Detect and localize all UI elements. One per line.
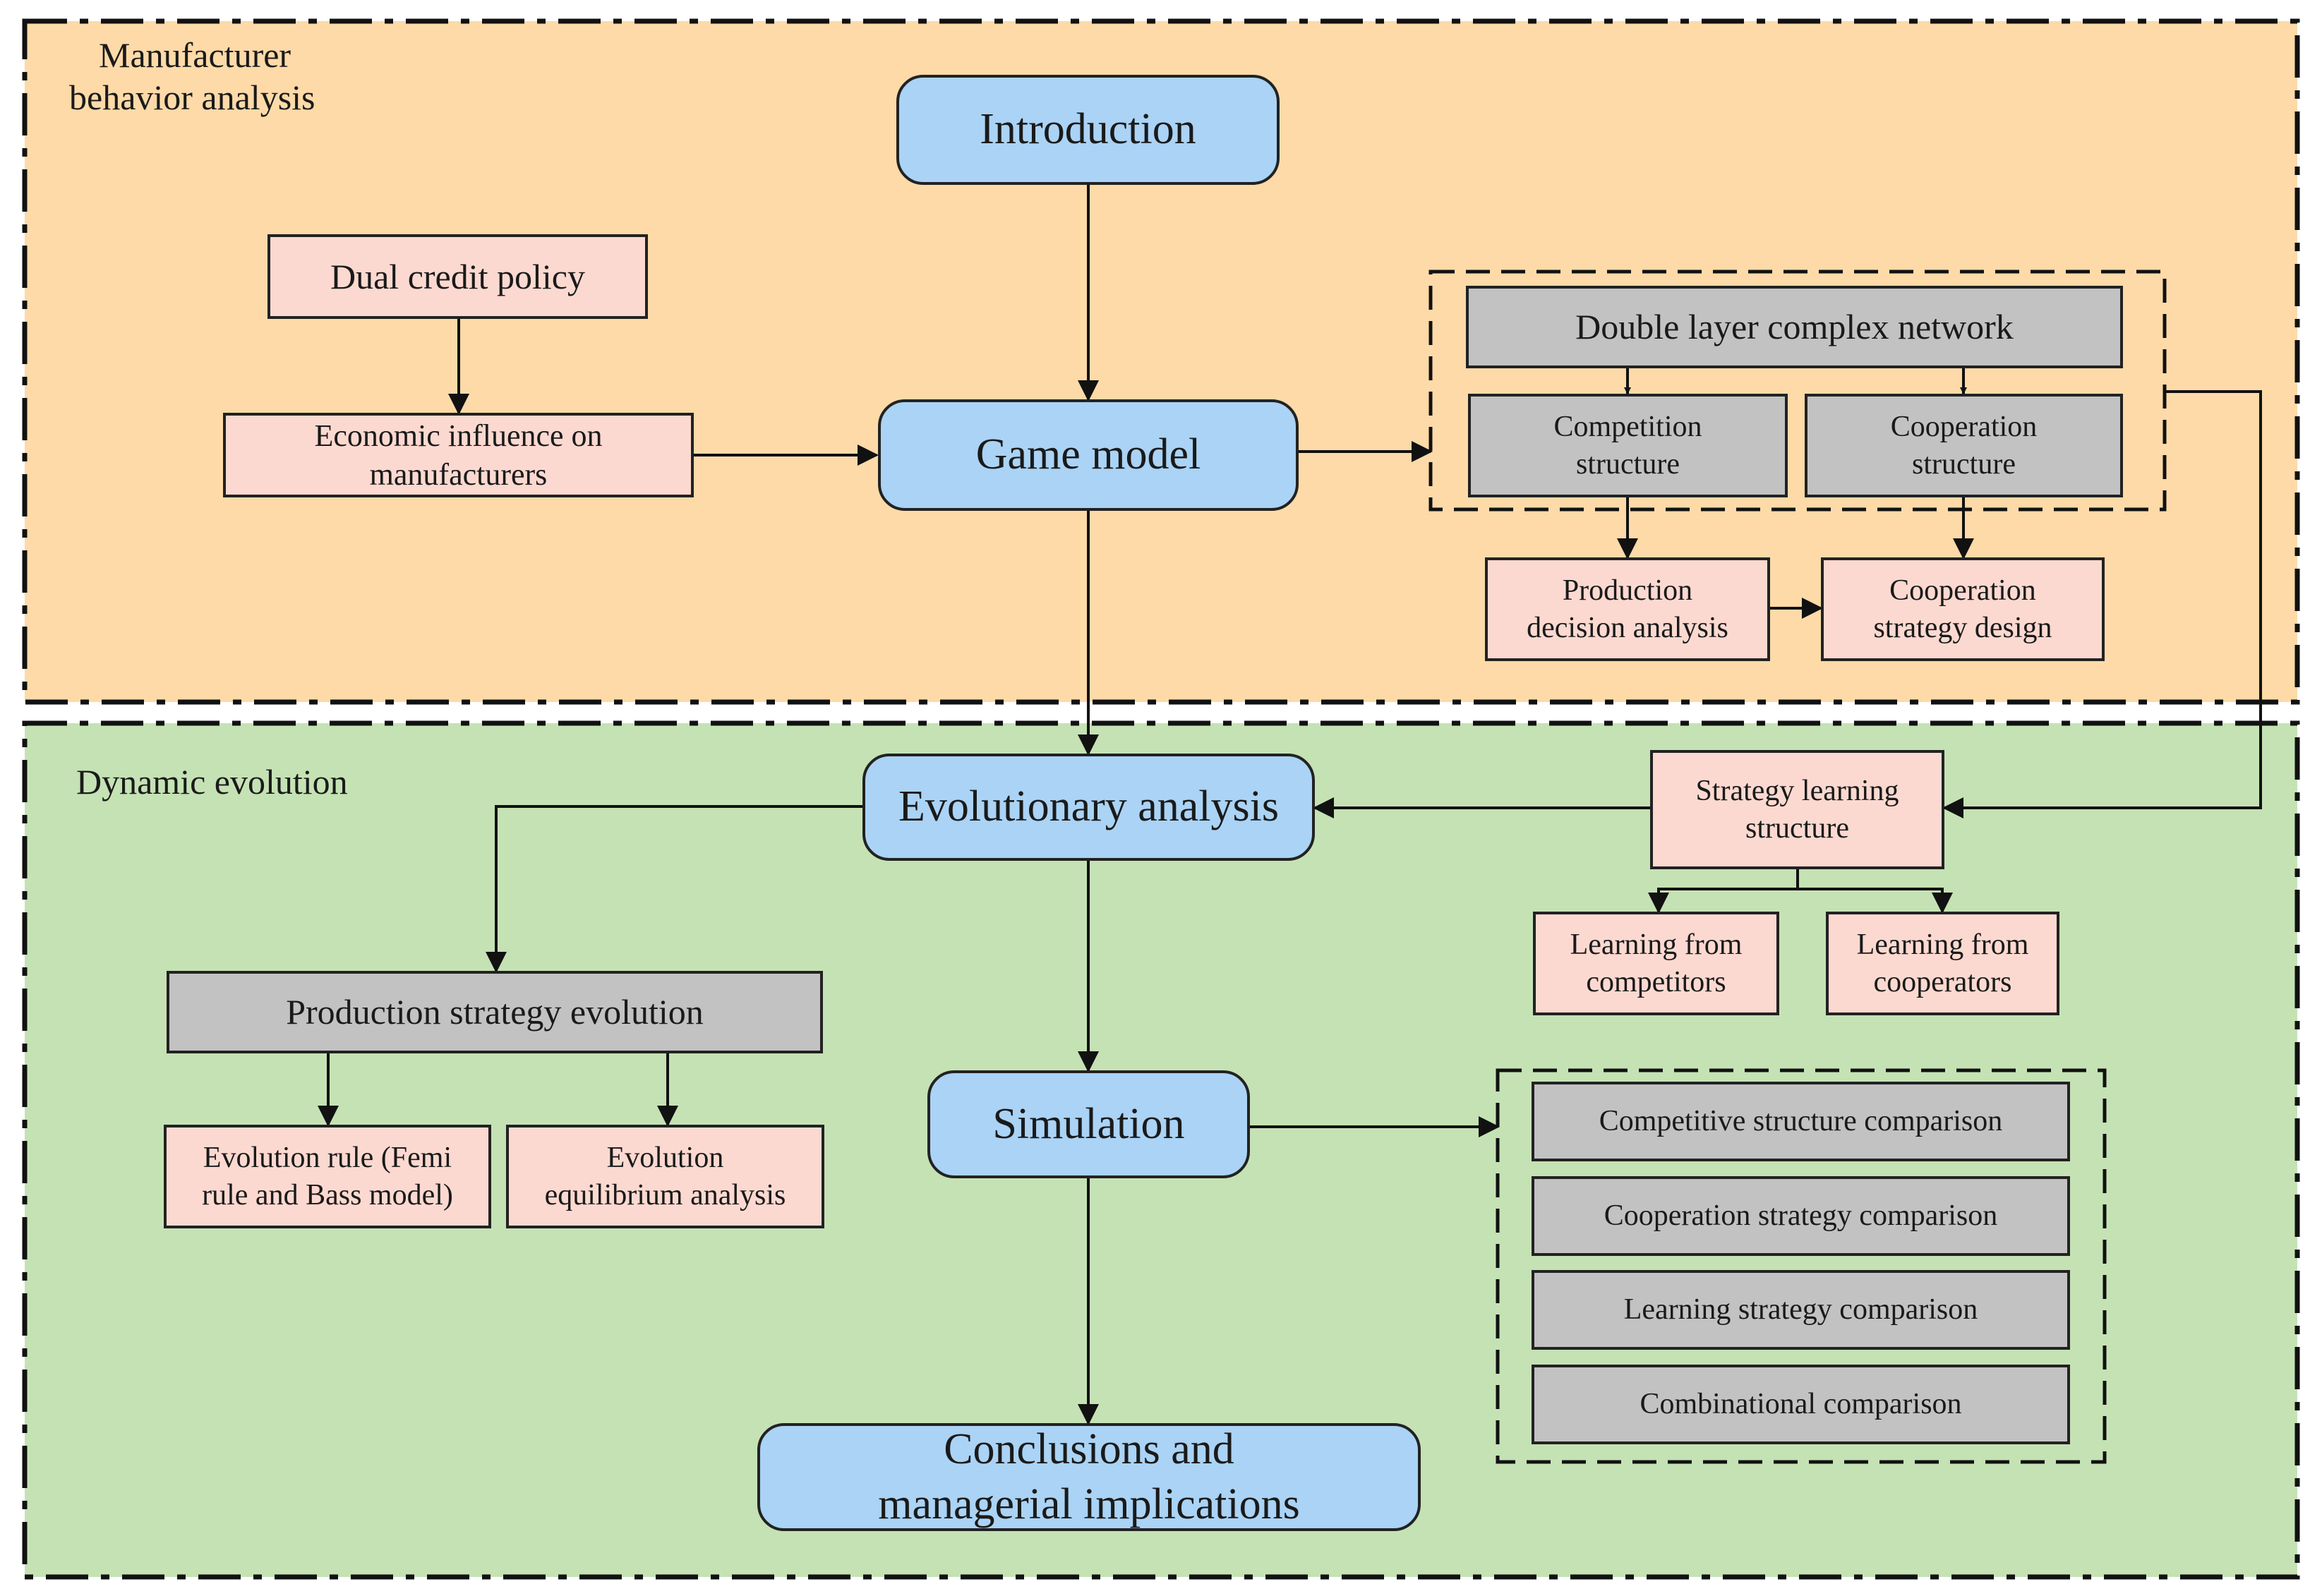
production-strategy-evolution-node: Production strategy evolution [167, 971, 823, 1053]
evolutionary-analysis-node: Evolutionary analysis [862, 754, 1315, 861]
edge-evolutionary-production-evolution [486, 805, 862, 973]
cooperation-strategy-design-node: Cooperation strategy design [1821, 557, 2105, 661]
learning-from-competitors-node: Learning from competitors [1533, 912, 1779, 1015]
edge-learning-split [1648, 869, 1799, 914]
dual-credit-policy-node: Dual credit policy [267, 234, 648, 319]
dynamic-region-border [22, 720, 2300, 1580]
edge-learning-split-right [1798, 888, 1953, 914]
comparison-item: Combinational comparison [1532, 1365, 2070, 1444]
evolution-equilibrium-node: Evolution equilibrium analysis [506, 1125, 824, 1228]
introduction-node: Introduction [896, 75, 1280, 185]
edge-network-learning [1942, 390, 2262, 818]
conclusions-node: Conclusions and managerial implications [757, 1423, 1421, 1531]
dynamic-region-label: Dynamic evolution [76, 762, 348, 802]
comparison-item: Competitive structure comparison [1532, 1082, 2070, 1161]
economic-influence-node: Economic influence on manufacturers [223, 413, 694, 497]
comparison-item: Learning strategy comparison [1532, 1270, 2070, 1350]
comparison-group-frame [1496, 1068, 2107, 1464]
production-decision-node: Production decision analysis [1485, 557, 1770, 661]
game-model-node: Game model [878, 399, 1299, 511]
learning-from-cooperators-node: Learning from cooperators [1826, 912, 2059, 1015]
double-layer-network-node: Double layer complex network [1466, 286, 2123, 368]
competition-structure-node: Competition structure [1468, 394, 1788, 497]
manufacturer-region-border [22, 18, 2300, 705]
cooperation-structure-node: Cooperation structure [1805, 394, 2123, 497]
comparison-item: Cooperation strategy comparison [1532, 1176, 2070, 1256]
evolution-rule-node: Evolution rule (Femi rule and Bass model… [164, 1125, 491, 1228]
manufacturer-region-label: Manufacturer behavior analysis [69, 35, 315, 117]
strategy-learning-node: Strategy learning structure [1650, 750, 1944, 869]
simulation-node: Simulation [927, 1070, 1250, 1178]
